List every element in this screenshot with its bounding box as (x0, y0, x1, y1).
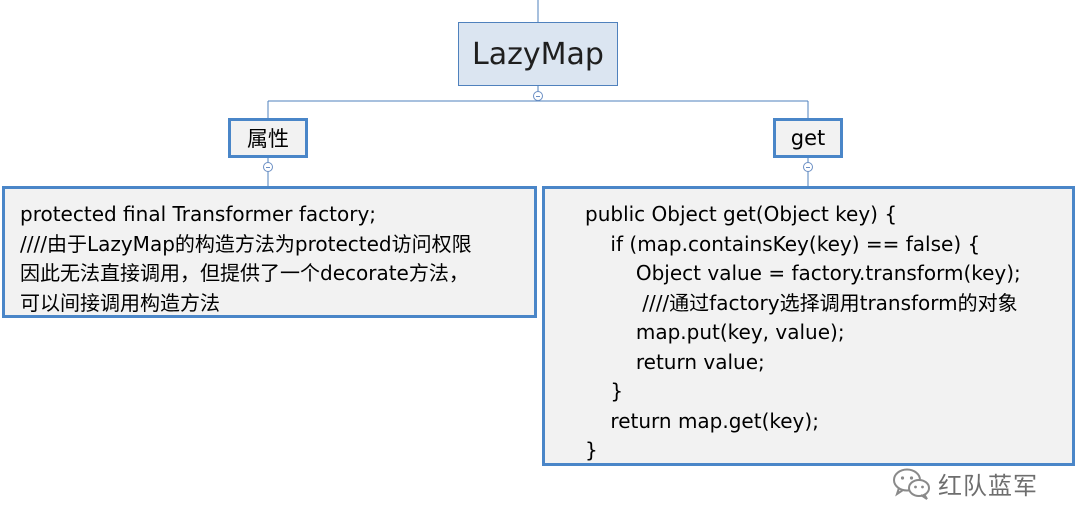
watermark-text: 红队蓝军 (938, 472, 1038, 500)
code-line: ////通过factory选择调用transform的对象 (585, 290, 1018, 315)
code-line: map.put(key, value); (585, 320, 845, 344)
attributes-line: ////由于LazyMap的构造方法为protected访问权限 (20, 231, 472, 256)
collapse-toggle-get[interactable] (803, 162, 813, 172)
wechat-icon (893, 468, 930, 500)
get-method-code-box[interactable]: public Object get(Object key) { if (map.… (542, 186, 1075, 466)
root-node-lazymap[interactable]: LazyMap (458, 22, 618, 86)
code-line: } (585, 438, 598, 462)
root-node-label: LazyMap (472, 36, 604, 72)
attributes-node-label: 属性 (247, 127, 289, 151)
attributes-node[interactable]: 属性 (228, 118, 308, 158)
get-method-node-label: get (790, 126, 826, 150)
code-line: Object value = factory.transform(key); (585, 261, 1021, 285)
attributes-line: 因此无法直接调用，但提供了一个decorate方法， (20, 261, 469, 285)
attributes-line: protected final Transformer factory; (20, 202, 377, 226)
attributes-detail-box[interactable]: protected final Transformer factory; ///… (2, 186, 537, 318)
code-line: return value; (585, 349, 765, 374)
get-method-node[interactable]: get (773, 118, 843, 158)
code-line: if (map.containsKey(key) == false) { (585, 231, 981, 256)
collapse-toggle-attributes[interactable] (263, 162, 273, 172)
code-line: public Object get(Object key) { (585, 202, 898, 226)
attributes-line: 可以间接调用构造方法 (20, 290, 220, 315)
code-line: } (585, 379, 624, 403)
collapse-toggle-root[interactable] (533, 91, 543, 101)
code-line: return map.get(key); (585, 408, 819, 433)
watermark: 红队蓝军 (892, 466, 1038, 501)
